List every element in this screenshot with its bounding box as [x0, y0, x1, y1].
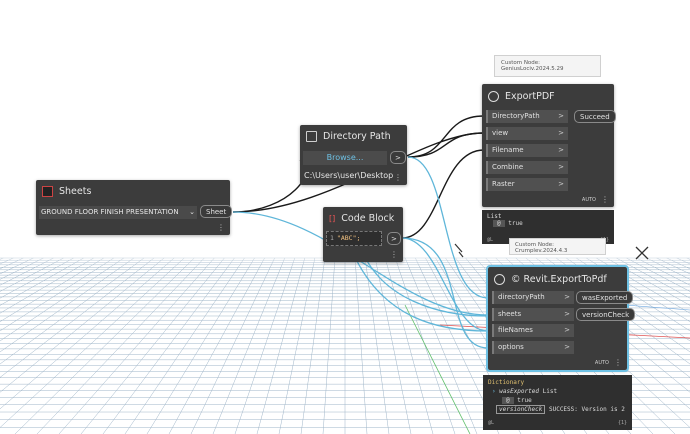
wire-code-options[interactable] [401, 237, 489, 349]
preview-item: @ true [493, 220, 609, 227]
revit-export-node[interactable]: © Revit.ExportToPdf directoryPath> sheet… [486, 265, 636, 372]
export-pdf-output-succeed[interactable]: Succeed [574, 110, 616, 123]
code-block-node-header[interactable]: [​] Code Block [323, 207, 403, 229]
wire-extra-2[interactable] [349, 245, 489, 332]
custom-node-icon [488, 90, 499, 102]
preview-footer: @L {1} [488, 420, 627, 426]
export-pdf-input-filename[interactable]: Filename> [486, 144, 568, 157]
directory-path-output-port[interactable]: > [390, 151, 406, 164]
sheets-dropdown[interactable]: GROUND FLOOR FINISH PRESENTATION ⌄ [39, 206, 197, 219]
export-pdf-node-header[interactable]: ExportPDF [482, 84, 614, 108]
preview-key-wasexported: › wasExported List [492, 388, 558, 395]
sheets-node-title: Sheets [59, 185, 92, 197]
wire-sheets-out[interactable] [232, 159, 307, 213]
revit-export-output-versioncheck[interactable]: versionCheck [576, 308, 636, 321]
preview-value: true [508, 220, 523, 227]
pin-icon[interactable] [454, 243, 464, 258]
sheets-node[interactable]: Sheets GROUND FLOOR FINISH PRESENTATION … [36, 180, 233, 235]
code-block-node[interactable]: [​] Code Block 1"ABC"; > ⋮ [323, 207, 403, 262]
code-block-output-port[interactable]: > [387, 232, 401, 245]
revit-export-output-wasexported[interactable]: wasExported [576, 291, 634, 304]
export-pdf-input-directorypath[interactable]: DirectoryPath> [486, 110, 568, 123]
sheets-dropdown-value: GROUND FLOOR FINISH PRESENTATION [41, 208, 179, 216]
revit-export-input-filenames[interactable]: fileNames> [492, 324, 574, 337]
code-block-node-title: Code Block [341, 212, 395, 224]
node-menu-icon[interactable]: ⋮ [390, 250, 398, 259]
code-block-icon: [​] [329, 213, 336, 223]
chevron-down-icon: ⌄ [189, 208, 195, 216]
node-menu-icon[interactable]: ⋮ [217, 223, 225, 232]
preview-type: Dictionary [488, 379, 525, 386]
exec-mode-label: AUTO [581, 197, 596, 203]
revit-export-node-title: © Revit.ExportToPdf [511, 273, 607, 285]
export-pdf-input-view[interactable]: view> [486, 127, 568, 140]
browse-button[interactable]: Browse... [303, 151, 387, 165]
sheets-output-port[interactable]: Sheet [200, 205, 233, 218]
preview-type: List [487, 213, 502, 220]
exec-mode-label: AUTO [594, 360, 609, 366]
node-menu-icon[interactable]: ⋮ [394, 173, 402, 182]
directory-path-node[interactable]: Directory Path Browse... > C:\Users\user… [300, 125, 407, 185]
sheets-node-header[interactable]: Sheets [36, 180, 230, 202]
code-line-number: 1 [330, 234, 334, 242]
wire-code-filename[interactable] [401, 149, 485, 239]
wire-extra-1[interactable] [359, 245, 489, 317]
directory-path-value: C:\Users\user\Desktop [304, 171, 394, 180]
directory-path-node-title: Directory Path [323, 130, 391, 142]
export-pdf-input-raster[interactable]: Raster> [486, 178, 568, 191]
preview-index: @ [493, 220, 505, 227]
folder-icon [306, 130, 317, 142]
revit-export-tooltip: Custom Node: Crumplev.2024.4.3 [509, 238, 606, 255]
wire-dirpath-exportpdf[interactable] [407, 115, 485, 158]
y-axis-line [404, 304, 471, 434]
wire-dirpath-directorypath[interactable] [407, 156, 489, 299]
code-editor[interactable]: 1"ABC"; [326, 231, 382, 246]
wire-code-filenames[interactable] [401, 237, 489, 332]
node-menu-icon[interactable]: ⋮ [601, 195, 609, 204]
sheets-icon [42, 185, 53, 197]
wrench-icon[interactable] [635, 246, 649, 260]
preview-item: @ true [502, 396, 627, 405]
preview-key-versioncheck: versionCheck SUCCESS: Version is 2 [496, 405, 627, 414]
export-pdf-node-title: ExportPDF [505, 90, 555, 102]
revit-export-input-options[interactable]: options> [492, 341, 574, 354]
export-pdf-input-combine[interactable]: Combine> [486, 161, 568, 174]
custom-node-icon [494, 273, 505, 285]
revit-export-preview[interactable]: Dictionary › wasExported List @ true ver… [483, 375, 632, 430]
export-pdf-tooltip: Custom Node: GeniusLociv.2024.5.29 [494, 55, 601, 77]
revit-export-input-sheets[interactable]: sheets> [492, 308, 574, 321]
revit-export-node-header[interactable]: © Revit.ExportToPdf [488, 267, 627, 291]
node-menu-icon[interactable]: ⋮ [614, 358, 622, 367]
wire-sheets-sheets[interactable] [232, 211, 489, 316]
revit-export-input-directorypath[interactable]: directoryPath> [492, 291, 574, 304]
export-pdf-node[interactable]: ExportPDF DirectoryPath> view> Filename>… [482, 84, 616, 207]
directory-path-node-header[interactable]: Directory Path [300, 125, 407, 147]
code-text: "ABC"; [336, 234, 361, 242]
